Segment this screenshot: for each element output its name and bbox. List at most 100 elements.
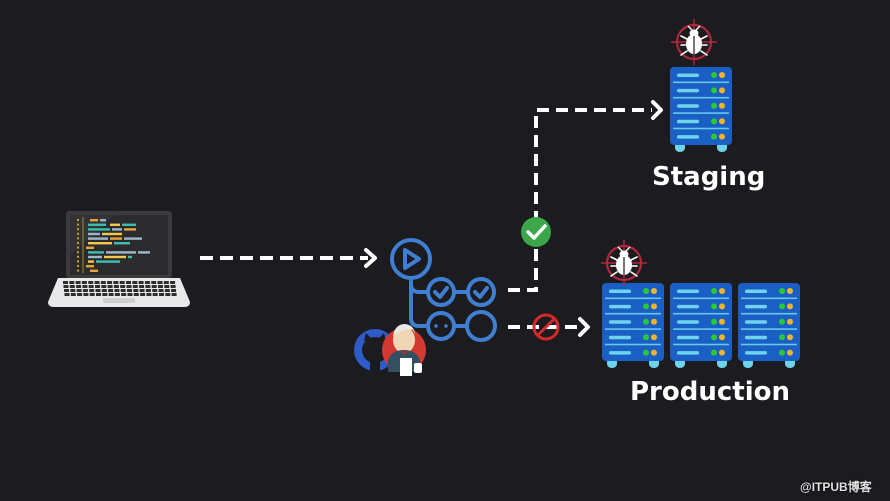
status-led-yellow: [719, 288, 725, 294]
key: [151, 285, 157, 288]
status-led-green: [711, 118, 717, 125]
status-led-green: [711, 72, 717, 78]
key: [165, 293, 171, 296]
staging-label: Staging: [652, 162, 766, 192]
staging-server-group: [670, 67, 732, 152]
code-token: [124, 237, 142, 240]
arrow-laptop-to-pipeline: [200, 248, 377, 268]
key: [88, 285, 94, 288]
rack-divider: [673, 297, 729, 300]
server-rack-icon: [602, 283, 664, 368]
key: [94, 281, 100, 284]
key: [144, 281, 150, 284]
key: [138, 281, 144, 284]
check-icon: [433, 286, 449, 299]
code-token: [88, 242, 112, 245]
key: [140, 293, 146, 296]
drive-slot: [609, 335, 631, 340]
key: [114, 293, 120, 296]
status-led-yellow: [787, 288, 793, 294]
key: [170, 285, 176, 288]
drive-slot: [609, 304, 631, 309]
status-led-yellow: [719, 72, 725, 78]
code-token: [114, 242, 130, 245]
drive-slot: [745, 335, 767, 340]
key: [64, 289, 69, 292]
key: [108, 293, 114, 296]
key: [170, 281, 176, 284]
status-led-green: [643, 349, 649, 356]
server-foot: [607, 361, 617, 368]
server-foot: [785, 361, 795, 368]
status-led-yellow: [719, 87, 725, 94]
rack-divider: [673, 312, 729, 315]
rack-divider: [673, 81, 729, 84]
key: [88, 281, 94, 284]
code-token: [110, 223, 120, 226]
status-led-green: [779, 318, 785, 325]
drive-slot: [609, 351, 631, 355]
code-token: [88, 237, 108, 240]
status-led-green: [779, 349, 785, 356]
drive-slot: [677, 335, 699, 340]
status-led-yellow: [651, 318, 657, 325]
code-token: [124, 228, 136, 231]
key: [82, 289, 88, 292]
play-icon: [403, 248, 421, 270]
status-led-green: [779, 303, 785, 310]
code-token: [90, 269, 98, 272]
key: [119, 281, 125, 284]
status-led-yellow: [651, 334, 657, 341]
status-led-yellow: [719, 118, 725, 125]
drive-slot: [745, 320, 767, 324]
key: [158, 289, 164, 292]
key: [132, 281, 138, 284]
line-number: [77, 255, 79, 258]
drive-slot: [745, 289, 767, 293]
rack-divider: [605, 312, 661, 315]
key: [132, 285, 138, 288]
drive-slot: [745, 304, 767, 309]
status-led-green: [643, 288, 649, 294]
drive-slot: [609, 320, 631, 324]
key: [171, 289, 177, 292]
key: [113, 285, 119, 288]
key: [146, 293, 152, 296]
code-token: [102, 232, 122, 236]
status-led-green: [711, 349, 717, 356]
code-token: [110, 237, 122, 240]
status-led-yellow: [719, 318, 725, 325]
key: [70, 289, 76, 292]
dot-icon: [444, 324, 448, 328]
code-token: [88, 223, 106, 226]
key: [107, 281, 113, 284]
status-led-green: [711, 133, 717, 140]
key: [164, 285, 170, 288]
status-led-green: [779, 288, 785, 294]
server-foot: [717, 145, 727, 152]
server-foot: [743, 361, 753, 368]
line-number: [77, 232, 79, 235]
key: [121, 293, 127, 296]
status-led-yellow: [787, 303, 793, 310]
server-foot: [649, 361, 659, 368]
key: [76, 285, 82, 288]
laptop-icon: [48, 211, 190, 307]
key: [139, 285, 145, 288]
key: [164, 289, 170, 292]
rack-divider: [741, 343, 797, 346]
key: [96, 293, 101, 296]
empty-job-node: [465, 310, 497, 342]
code-token: [88, 228, 110, 231]
line-number: [77, 237, 79, 240]
code-token: [104, 255, 126, 259]
drive-slot: [677, 119, 699, 124]
key: [100, 281, 106, 284]
rack-divider: [673, 96, 729, 99]
rack-divider: [673, 112, 729, 114]
key: [145, 289, 151, 292]
code-token: [112, 228, 122, 231]
drive-slot: [677, 135, 699, 139]
key: [63, 281, 68, 284]
line-number: [77, 251, 79, 254]
